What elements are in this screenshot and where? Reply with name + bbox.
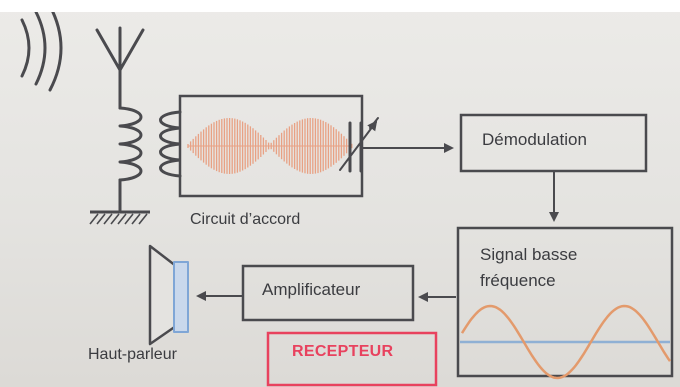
amplifier-label: Amplificateur [262,280,361,299]
secondary-coil-icon [159,110,182,178]
signal-label-line1: Signal basse [480,245,578,264]
variable-capacitor-icon [339,117,379,173]
ground-icon [89,210,150,225]
tuning-circuit-label: Circuit d’accord [190,211,301,228]
radio-waves-icon [20,4,63,92]
sine-wave [460,304,672,380]
recepteur-label: RECEPTEUR [292,343,394,360]
amplifier-box [241,264,415,322]
speaker-label: Haut-parleur [88,346,177,363]
signal-label-line2: fréquence [480,271,556,290]
transformer-coil-icon [118,106,143,212]
recepteur-frame [266,331,438,387]
antenna-icon [95,26,145,110]
speaker-icon [148,244,189,346]
demodulation-label: Démodulation [482,130,587,149]
